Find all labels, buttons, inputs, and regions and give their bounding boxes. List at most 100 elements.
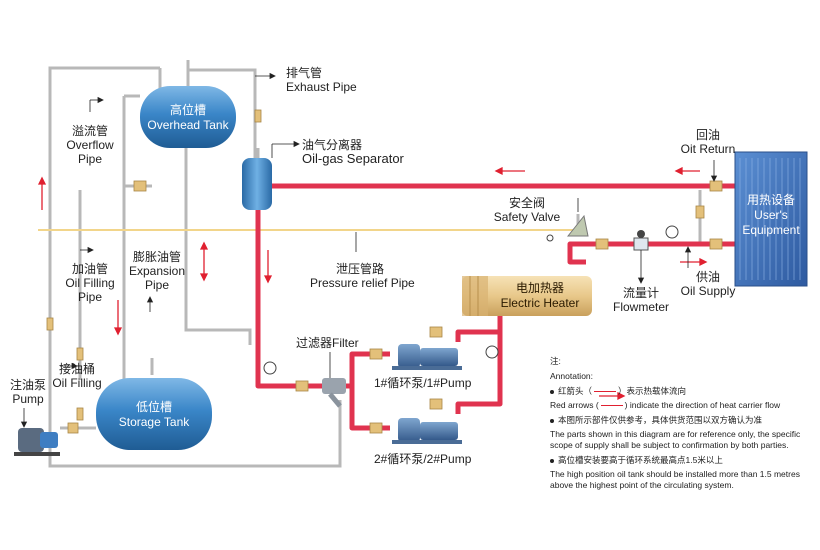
oil-return-zh: 回油 [695,128,720,142]
valves [46,109,723,434]
note-title-zh: 注: [550,356,561,366]
flowmeter-device [633,230,649,251]
storage-tank-en: Storage Tank [118,415,190,429]
pressure-relief-en: Pressure relief Pipe [310,276,415,290]
overflow-pipe-en1: Overflow [66,138,114,152]
pressure-relief-zh: 泄压管路 [336,262,385,276]
filter-device [322,378,346,408]
flow-arrows [37,166,708,401]
users-equipment [734,151,808,287]
circulation-pump-2 [392,418,462,444]
red-arrow-icon [600,405,623,407]
overhead-tank [140,86,236,148]
expansion-pipe-label: 膨胀油管 Expansion Pipe [124,250,190,292]
oil-filling-bucket-label: 接油桶 Oil Filling [44,362,110,390]
note-bullet [550,458,554,463]
supply-pipe [567,241,735,265]
note-1-zh-pre: 红箭头（ [558,386,593,396]
oil-gas-separator [242,158,272,210]
oil-supply-label: 供油 Oil Supply [674,270,742,298]
pressure-gauges [263,225,679,375]
expansion-pipe-zh: 膨胀油管 [132,250,181,264]
overflow-pipe-zh: 溢流管 [71,124,108,138]
oil-supply-en: Oil Supply [680,284,736,298]
exhaust-pipe-zh: 排气管 [286,66,323,80]
oil-return-en: Oit Return [680,142,736,156]
pump1-outlet [455,310,503,342]
exhaust-pipe-label: 排气管 Exhaust Pipe [286,66,357,94]
note-2-zh: 本图所示部件仅供参考，具体供货范围以双方确认为准 [550,415,800,426]
filling-pipe-en1: Oil Filling [65,276,115,290]
filling-pump-label: 注油泵 Pump [8,378,48,406]
overflow-pipe-label: 溢流管 Overflow Pipe [62,124,118,166]
oil-return-label: 回油 Oit Return [672,128,744,156]
equipment-label: 用热设备 User's Equipment [735,193,807,238]
note-1-en: Red arrows ( ) indicate the direction of … [550,400,800,411]
note-1-zh: 红箭头（ ）表示热载体流向 [550,386,800,397]
equipment-en2: Equipment [742,223,800,237]
note-3-zh: 高位槽安装要高于循环系统最高点1.5米以上 [550,455,800,466]
safety-valve-label: 安全阀 Safety Valve [486,196,568,224]
expansion-pipe-en1: Expansion [128,264,186,278]
leader-lines [20,72,718,428]
storage-tank-zh: 低位槽 [135,400,172,414]
electric-heater-zh: 电加热器 [515,281,564,295]
note-bullet [550,389,554,394]
pump2-inlet [349,386,390,431]
pump2-label: 2#循环泵/2#Pump [374,452,472,466]
expansion-pipe-en2: Pipe [144,278,170,292]
pump1-label: 1#循环泵/1#Pump [374,376,472,390]
note-2-zh-text: 本图所示部件仅供参考，具体供货范围以双方确认为准 [558,415,763,425]
oil-filling-bucket-en: Oil Filling [52,376,102,390]
filter-zh: 过滤器 [296,336,333,350]
storage-tank [96,378,212,450]
storage-tank-label: 低位槽 Storage Tank [96,400,212,430]
note-bullet [550,418,554,423]
pressure-relief-label: 泄压管路 Pressure relief Pipe [310,262,415,290]
note-1-en-pre: Red arrows ( [550,400,599,410]
overflow-pipe-en2: Pipe [77,152,103,166]
note-2-en1: The parts shown in this diagram are for … [550,429,801,439]
filter-label: 过滤器Filter [296,336,359,350]
safety-valve-zh: 安全阀 [508,196,545,210]
safety-valve-device [566,214,589,237]
expansion-oil-pipe [184,146,252,345]
overhead-tank-label: 高位槽 Overhead Tank [140,103,236,133]
flowmeter-label: 流量计 Flowmeter [606,286,676,314]
red-arrow-icon [594,391,617,393]
overflow-pipe [48,66,160,420]
overhead-tank-zh: 高位槽 [169,103,206,117]
filling-pump-en: Pump [12,392,44,406]
filter-en: Filter [332,336,359,350]
note-3-en2: above the highest point of the circulati… [550,480,734,490]
electric-heater-label: 电加热器 Electric Heater [488,281,592,311]
oil-filling-bucket-zh: 接油桶 [58,362,95,376]
separator-zh: 油气分离器 [302,138,363,152]
separator-down-pipe [255,210,325,389]
flowmeter-en: Flowmeter [612,300,669,314]
note-title-en: Annotation: [550,371,594,381]
exhaust-pipe-en: Exhaust Pipe [286,80,357,94]
oil-filling-pump [14,428,60,456]
note-1-zh-post: ）表示热载体流向 [618,386,687,396]
electric-heater-en: Electric Heater [500,296,580,310]
safety-valve-en: Safety Valve [493,210,561,224]
flowmeter-zh: 流量计 [622,286,659,300]
note-1-en-post: ) indicate the direction of heat carrier… [624,400,781,410]
circulation-pump-1 [392,344,462,370]
oil-supply-zh: 供油 [695,270,720,284]
filling-pipe-en2: Pipe [77,290,103,304]
equipment-en1: User's [754,208,788,222]
separator-label: 油气分离器 Oil-gas Separator [302,138,404,166]
note-2-en2: scope of supply shall be subject to conf… [550,440,789,450]
equipment-zh: 用热设备 [746,193,795,207]
note-3-en1: The high position oil tank should be ins… [550,469,800,479]
overhead-tank-en: Overhead Tank [147,118,229,132]
filling-pipe-zh: 加油管 [71,262,108,276]
separator-en: Oil-gas Separator [302,151,404,166]
note-3-zh-text: 高位槽安装要高于循环系统最高点1.5米以上 [558,455,723,465]
filling-pump-zh: 注油泵 [9,378,46,392]
annotation-block: 注: Annotation: 红箭头（ ）表示热载体流向 Red arrows (… [550,356,800,491]
